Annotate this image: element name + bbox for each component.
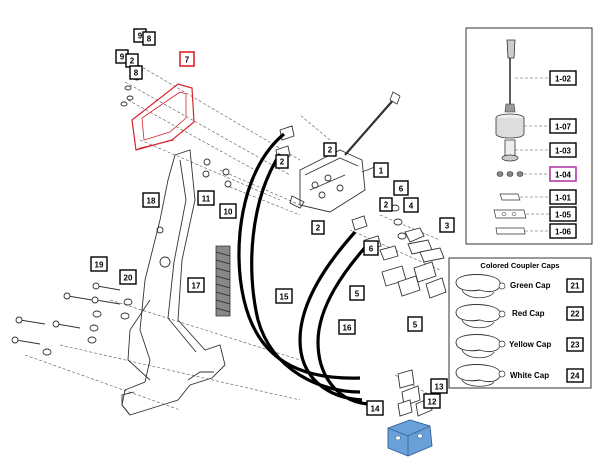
svg-text:6: 6 (399, 185, 404, 194)
inset-callout-1-04: 1-04 (549, 166, 577, 182)
callout-3: 3 (439, 217, 455, 233)
inset-callout-1-02: 1-02 (549, 70, 577, 86)
svg-text:12: 12 (428, 398, 437, 407)
svg-text:17: 17 (192, 282, 201, 291)
svg-text:1-07: 1-07 (555, 123, 572, 132)
callout-1: 1 (373, 162, 389, 178)
hydraulic-hoses (237, 132, 373, 406)
callout-2-b: 2 (323, 142, 337, 157)
svg-text:13: 13 (435, 383, 444, 392)
callout-23: 23 (566, 337, 584, 352)
inset-callout-1-06: 1-06 (549, 223, 577, 239)
callout-4: 4 (403, 197, 419, 213)
callout-17: 17 (187, 277, 205, 293)
svg-text:23: 23 (571, 341, 580, 350)
inset-callout-1-07: 1-07 (549, 118, 577, 134)
svg-text:9: 9 (138, 32, 143, 41)
coupler-caps-title: Colored Coupler Caps (480, 261, 559, 270)
svg-text:15: 15 (280, 293, 289, 302)
callout-19: 19 (90, 256, 108, 272)
callout-7: 7 (179, 51, 195, 67)
callout-5-a: 5 (349, 285, 365, 301)
svg-text:20: 20 (124, 274, 133, 283)
callout-6-b: 6 (363, 240, 379, 256)
svg-text:2: 2 (316, 224, 321, 233)
svg-text:1-03: 1-03 (555, 147, 572, 156)
svg-text:1-01: 1-01 (555, 194, 572, 203)
callout-24: 24 (566, 368, 584, 383)
svg-text:5: 5 (413, 321, 418, 330)
assembly-leader-lines (24, 59, 441, 411)
svg-text:10: 10 (224, 208, 233, 217)
svg-text:16: 16 (343, 324, 352, 333)
manifold-block (387, 369, 433, 457)
svg-text:11: 11 (202, 195, 211, 204)
callout-11: 11 (197, 190, 215, 206)
callout-10: 10 (219, 203, 237, 219)
spring-part-17 (215, 245, 231, 317)
callout-2-e: 2 (311, 220, 325, 235)
inset-callout-1-01: 1-01 (549, 189, 577, 205)
svg-text:2: 2 (384, 201, 389, 210)
white-cap-label: White Cap (510, 371, 549, 380)
svg-text:21: 21 (571, 282, 580, 291)
svg-text:2: 2 (130, 57, 135, 66)
svg-text:2: 2 (280, 158, 285, 167)
cap-icon-green (455, 274, 506, 299)
svg-text:6: 6 (369, 245, 374, 254)
callout-22: 22 (566, 306, 584, 321)
svg-text:1-05: 1-05 (555, 211, 572, 220)
svg-text:1-02: 1-02 (555, 75, 572, 84)
red-cap-label: Red Cap (512, 309, 545, 318)
mounting-bolts (11, 158, 232, 356)
callout-12: 12 (423, 393, 441, 409)
callout-2-d: 2 (379, 197, 393, 212)
svg-text:18: 18 (147, 197, 156, 206)
svg-text:4: 4 (409, 202, 414, 211)
hydraulic-fittings (275, 125, 447, 299)
callout-2-a: 2 (125, 53, 139, 68)
part-callouts: 9 8 9 2 8 7 2 2 1 6 2 4 3 2 6 5 5 11 10 … (90, 28, 455, 416)
callout-20: 20 (119, 269, 137, 285)
svg-text:3: 3 (445, 222, 450, 231)
svg-text:19: 19 (95, 261, 104, 270)
callout-15: 15 (275, 288, 293, 304)
svg-text:9: 9 (120, 53, 125, 62)
svg-text:7: 7 (185, 56, 190, 65)
inset-callout-1-05: 1-05 (549, 206, 577, 222)
svg-text:2: 2 (328, 146, 333, 155)
callout-18: 18 (142, 192, 160, 208)
callout-8-b: 8 (129, 65, 143, 80)
svg-text:8: 8 (147, 35, 152, 44)
svg-text:5: 5 (355, 290, 360, 299)
pedal-bracket-frame (121, 149, 226, 416)
svg-text:1-06: 1-06 (555, 228, 572, 237)
control-valve (289, 91, 401, 213)
svg-text:8: 8 (134, 69, 139, 78)
svg-text:22: 22 (571, 310, 580, 319)
svg-text:14: 14 (371, 405, 380, 414)
callout-5-b: 5 (407, 316, 423, 332)
svg-text:1-04: 1-04 (555, 171, 572, 180)
cap-icon-yellow (455, 334, 506, 359)
svg-text:1: 1 (379, 167, 384, 176)
callout-2-c: 2 (275, 154, 289, 169)
yellow-cap-label: Yellow Cap (509, 340, 551, 349)
cap-icon-white (455, 364, 506, 387)
coupler-caps-legend: Colored Coupler Caps Green Cap 21 Red Ca… (448, 257, 592, 389)
callout-13: 13 (430, 378, 448, 394)
green-cap-label: Green Cap (510, 281, 551, 290)
callout-14: 14 (366, 400, 384, 416)
foot-pedal-part-7 (131, 83, 195, 151)
cap-icon-red (455, 304, 506, 329)
callout-21: 21 (566, 278, 584, 293)
inset-callout-1-03: 1-03 (549, 142, 577, 158)
callout-8-a: 8 (142, 31, 156, 46)
callout-6-a: 6 (393, 180, 409, 196)
valve-parts-inset: 1-02 1-07 1-03 1-04 1-01 1-05 1-06 (465, 27, 593, 245)
svg-text:24: 24 (571, 372, 580, 381)
callout-16: 16 (338, 319, 356, 335)
